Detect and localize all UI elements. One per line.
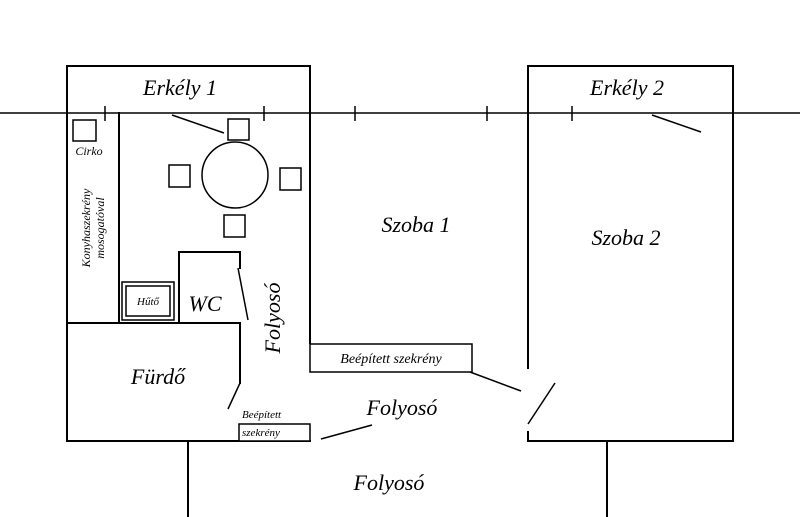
label-folyoso-inner: Folyosó	[366, 395, 438, 420]
door-swings	[171, 114, 702, 440]
wall-wc	[178, 251, 241, 324]
built-in-wardrobe-small	[238, 423, 311, 442]
chair-bottom	[223, 214, 246, 238]
label-erkely-2: Erkély 2	[589, 75, 664, 100]
fridge-inner	[125, 285, 171, 317]
label-beepitett-small-line1: Beépített	[242, 409, 282, 421]
balcony-1-outline	[66, 65, 311, 114]
label-folyoso-outer: Folyosó	[353, 470, 425, 495]
label-szoba-1: Szoba 1	[381, 212, 450, 237]
label-furdo: Fürdő	[130, 364, 186, 389]
label-folyoso-vertical: Folyosó	[260, 283, 285, 355]
label-beepitett-small-line2: szekrény	[242, 427, 280, 439]
label-cirko: Cirko	[75, 144, 102, 158]
label-konyha-line2: mosogatóval	[93, 197, 107, 259]
chair-right	[279, 167, 302, 191]
label-konyha-line1: Konyhaszekrény	[79, 188, 93, 268]
label-huto: Hűtő	[136, 296, 160, 308]
wall-furdo	[66, 322, 241, 384]
boiler-box	[72, 119, 97, 142]
chair-top	[227, 118, 250, 141]
facade-ticks	[104, 106, 573, 121]
label-beepitett-szekreny: Beépített szekrény	[340, 352, 442, 367]
chair-left	[168, 164, 191, 188]
dining-table	[201, 141, 269, 209]
balcony-2-outline	[527, 65, 734, 114]
label-szoba-2: Szoba 2	[591, 225, 660, 250]
built-in-wardrobe-large	[309, 343, 473, 373]
label-erkely-1: Erkély 1	[142, 75, 217, 100]
label-wc: WC	[189, 291, 222, 316]
